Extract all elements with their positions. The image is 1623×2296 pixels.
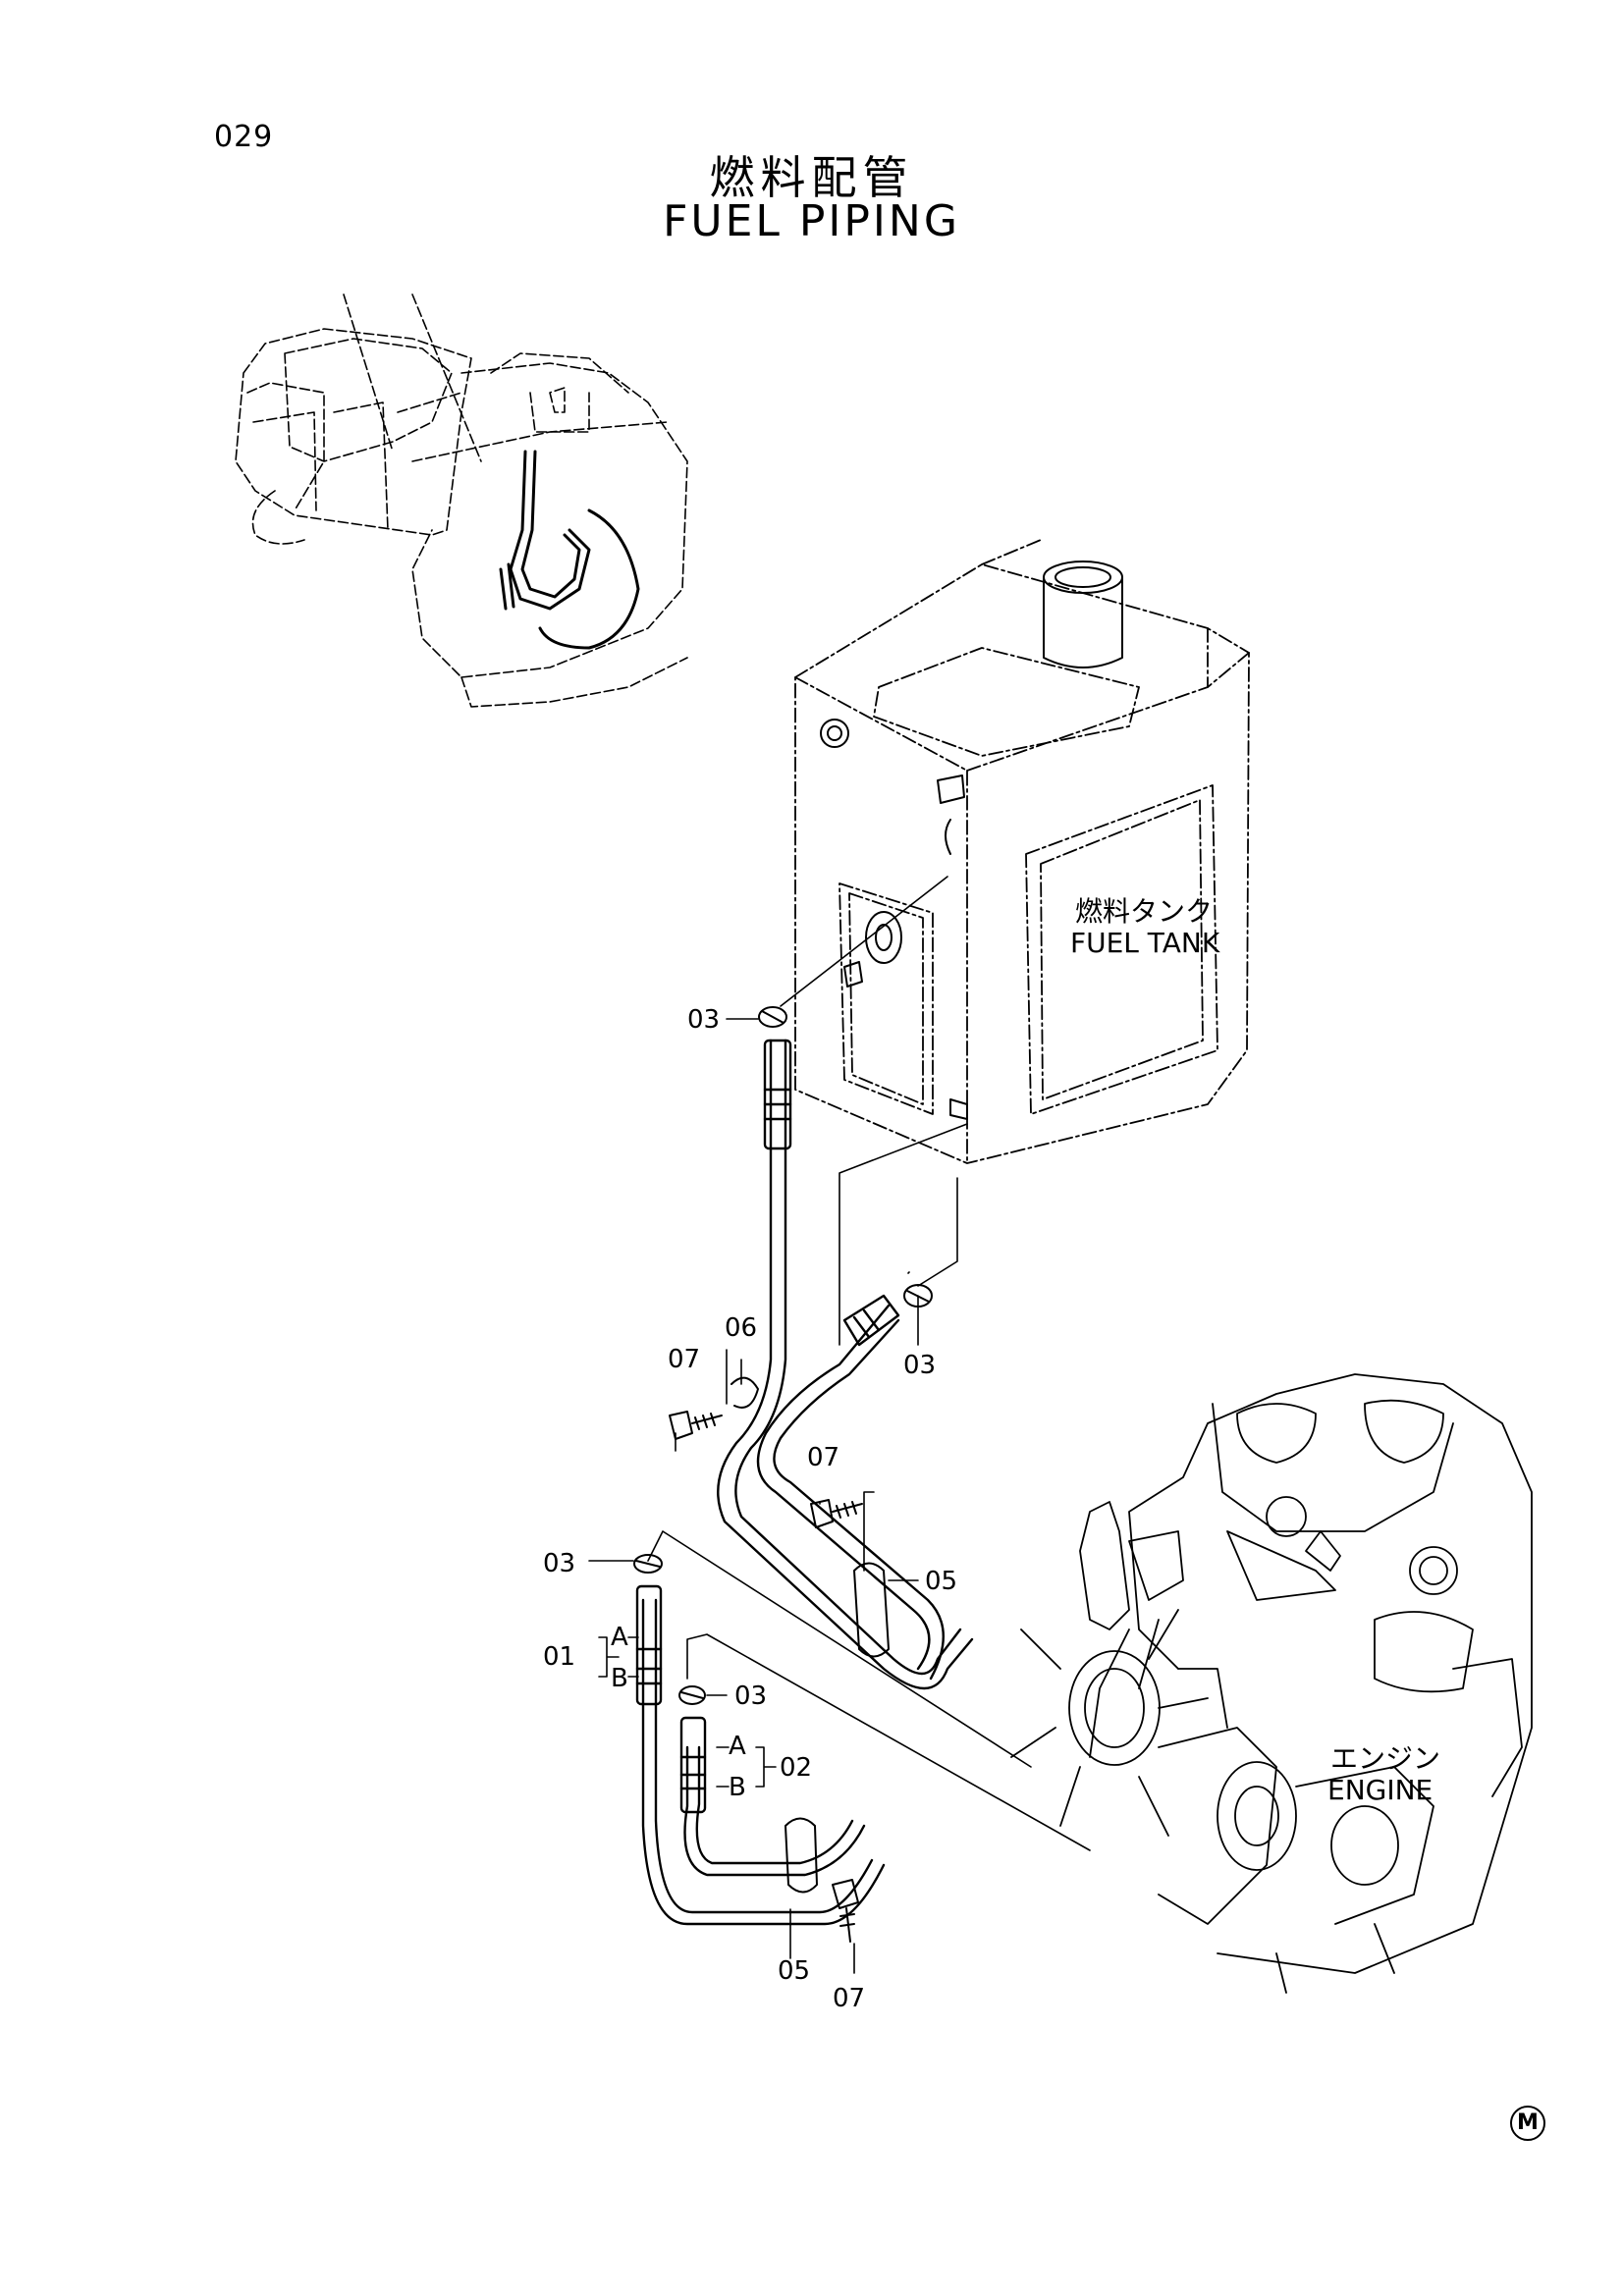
callout-07-bolt-middle: 07 — [807, 1443, 840, 1472]
machine-overview-illustration — [235, 294, 688, 708]
callout-01-part-b: B — [611, 1664, 628, 1693]
fuel-hoses — [635, 1039, 974, 1926]
callout-06-clip: 06 — [725, 1313, 758, 1343]
callout-02-part-b: B — [729, 1773, 746, 1802]
engine-label-en: ENGINE — [1327, 1774, 1434, 1806]
bolt-07-middle — [810, 1499, 863, 1528]
callout-01-hose: 01 — [543, 1642, 576, 1672]
callout-07-bolt-left: 07 — [668, 1345, 701, 1374]
fuel-tank-filler-neck — [820, 561, 1123, 1120]
fuel-line-highlight — [499, 450, 640, 650]
bolt-07-bottom — [832, 1879, 859, 1943]
callout-02-part-a: A — [729, 1732, 746, 1761]
leader-lines — [588, 876, 1091, 1974]
fuel-tank-label-jp: 燃料タンク — [1075, 895, 1214, 928]
callout-03-hose-02: 03 — [734, 1682, 768, 1711]
fuel-tank-label-en: FUEL TANK — [1070, 927, 1220, 959]
callout-05-clamp-lower: 05 — [778, 1956, 811, 1986]
callout-01-part-a: A — [611, 1623, 628, 1652]
fuel-tank-illustration — [794, 539, 1250, 1164]
callout-03-tank-lower: 03 — [903, 1351, 937, 1380]
page-number: 029 — [214, 120, 274, 154]
engine-illustration — [1010, 1373, 1533, 1994]
title-japanese: 燃料配管 — [709, 151, 914, 204]
callout-03-tank-outlet: 03 — [687, 1005, 721, 1035]
callout-07-bolt-bottom: 07 — [833, 1984, 866, 2013]
title-english: FUEL PIPING — [663, 196, 960, 246]
callout-03-hose-01: 03 — [543, 1549, 576, 1578]
bolt-07-left — [669, 1411, 723, 1440]
callout-02-hose: 02 — [780, 1753, 813, 1783]
revision-mark: M — [1510, 2106, 1545, 2141]
engine-label-jp: エンジン — [1330, 1742, 1441, 1775]
callout-05-clamp-upper: 05 — [925, 1567, 958, 1596]
